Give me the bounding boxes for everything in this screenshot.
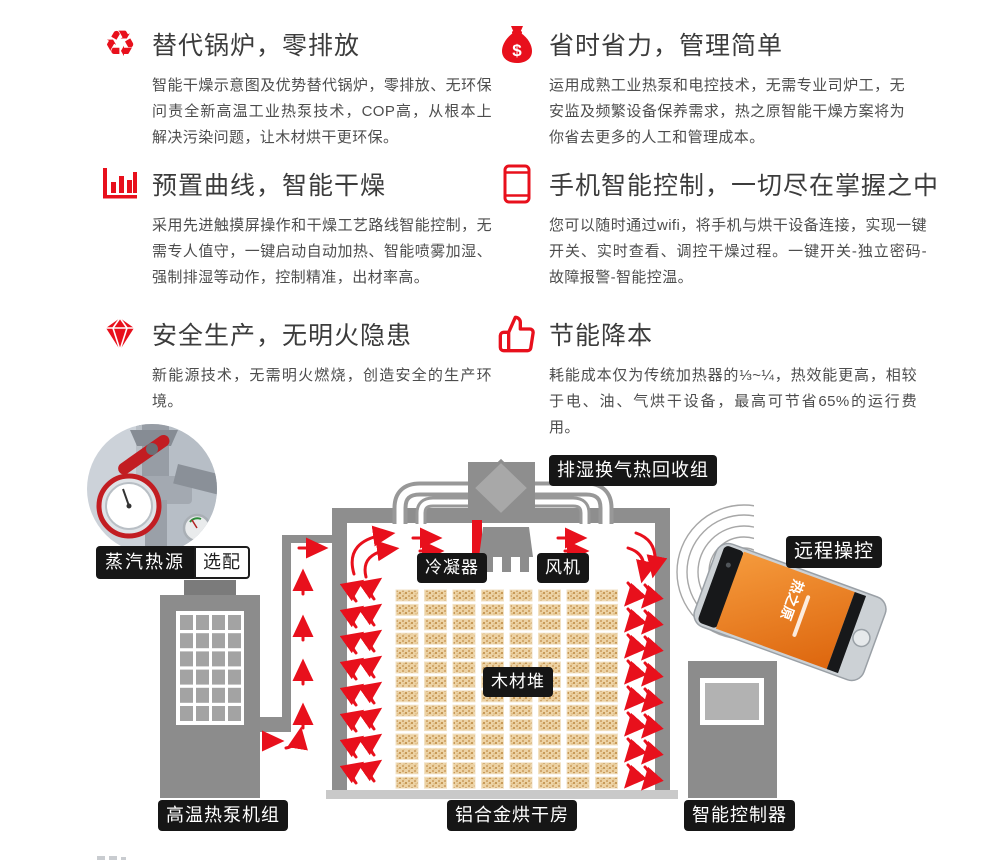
diamond-icon	[100, 314, 140, 354]
feature-body: 运用成熟工业热泵和电控技术，无需专业司炉工，无安监及频繁设备保养需求，热之原智能…	[549, 77, 905, 146]
feature-title: 节能降本	[549, 322, 654, 350]
barchart-icon	[100, 164, 140, 204]
heat-recovery-label: 排湿换气热回收组	[549, 455, 717, 486]
feature-title: 安全生产，无明火隐患	[152, 322, 413, 350]
feature-energy-saving: 节能降本 耗能成本仅为传统加热器的⅓~¼，热效能更高，相较于电、油、气烘干设备，…	[497, 314, 917, 441]
feature-title: 省时省力，管理简单	[549, 32, 784, 60]
feature-body: 采用先进触摸屏操作和干燥工艺路线智能控制，无需专人值守，一键启动自动加热、智能喷…	[152, 217, 492, 286]
feature-title: 预置曲线，智能干燥	[152, 172, 387, 200]
drying-room-label: 铝合金烘干房	[447, 800, 577, 831]
feature-safe-production: 安全生产，无明火隐患 新能源技术，无需明火燃烧，创造安全的生产环境。	[100, 314, 492, 415]
feature-replace-boiler: ♻ 替代锅炉，零排放 智能干燥示意图及优势替代锅炉，零排放、无环保问责全新高温工…	[100, 24, 492, 151]
steam-source-label-group: 蒸汽热源 选配	[96, 546, 250, 579]
wood-pile	[395, 589, 618, 789]
optional-badge: 选配	[194, 546, 250, 579]
heat-pump-unit	[160, 580, 260, 798]
controller-label: 智能控制器	[684, 800, 795, 831]
recycle-icon: ♻	[103, 23, 137, 64]
condenser-label: 冷凝器	[417, 553, 487, 583]
steam-source-photo	[87, 424, 217, 554]
feature-save-labor: $ 省时省力，管理简单 运用成熟工业热泵和电控技术，无需专业司炉工，无安监及频繁…	[497, 24, 905, 151]
phone-screen-subtext-blur	[792, 595, 811, 637]
chamber-floor	[326, 790, 678, 799]
heat-pump-label: 高温热泵机组	[158, 800, 288, 831]
wood-pile-label: 木材堆	[483, 667, 553, 697]
feature-title: 替代锅炉，零排放	[152, 32, 361, 60]
remote-control-label: 远程操控	[786, 536, 883, 568]
svg-text:$: $	[512, 41, 522, 60]
steam-source-label: 蒸汽热源	[96, 546, 194, 579]
smartphone: 热之原	[693, 542, 887, 682]
heat-recovery-unit	[392, 458, 614, 524]
moneybag-icon: $	[497, 24, 537, 64]
feature-body: 耗能成本仅为传统加热器的⅓~¼，热效能更高，相较于电、油、气烘干设备，最高可节省…	[549, 367, 917, 436]
controller-unit	[688, 661, 777, 798]
feature-body: 新能源技术，无需明火燃烧，创造安全的生产环境。	[152, 367, 492, 410]
feature-body: 您可以随时通过wifi，将手机与烘干设备连接，实现一键开关、实时查看、调控干燥过…	[549, 217, 927, 286]
feature-title: 手机智能控制，一切尽在掌握之中	[549, 172, 940, 200]
fan-label: 风机	[537, 553, 589, 583]
feature-body: 智能干燥示意图及优势替代锅炉，零排放、无环保问责全新高温工业热泵技术，COP高，…	[152, 77, 492, 146]
feature-preset-curve: 预置曲线，智能干燥 采用先进触摸屏操作和干燥工艺路线智能控制，无需专人值守，一键…	[100, 164, 492, 291]
bottom-edge-fragment	[97, 856, 126, 860]
smartphone-icon	[497, 164, 537, 204]
thumbsup-icon	[497, 314, 537, 354]
fan-unit	[479, 527, 533, 572]
condenser-bar	[472, 520, 482, 578]
airflow-arrows	[262, 525, 668, 791]
feature-phone-control: 手机智能控制，一切尽在掌握之中 您可以随时通过wifi，将手机与烘干设备连接，实…	[497, 164, 938, 291]
